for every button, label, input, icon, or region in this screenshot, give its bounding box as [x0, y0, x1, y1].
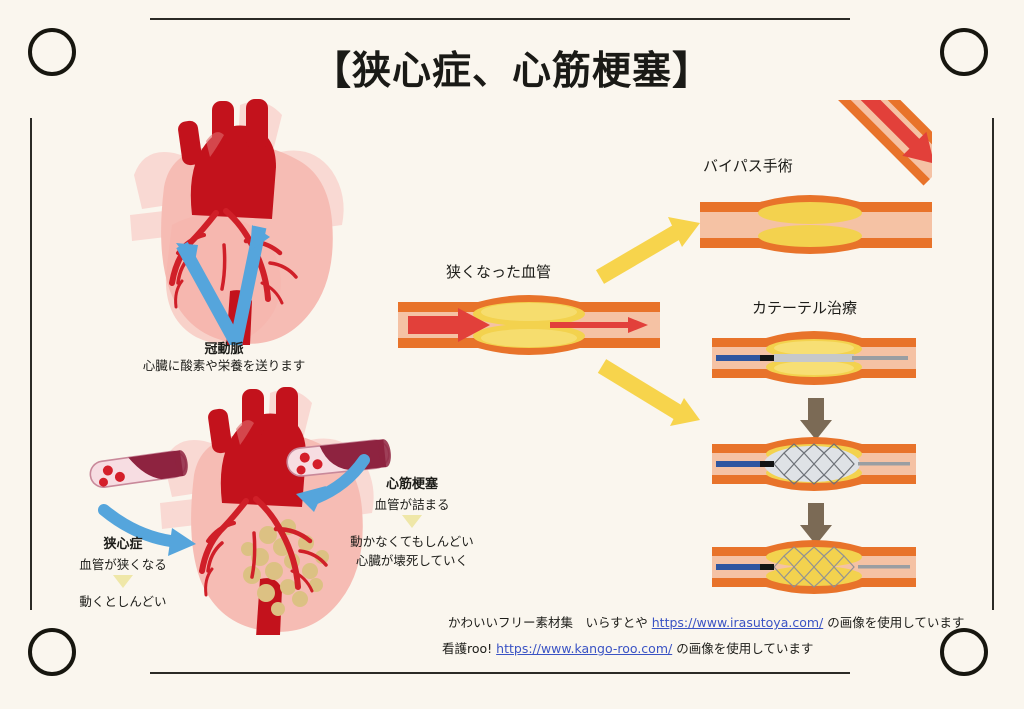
blocked-vessel-tube-right: [283, 432, 395, 489]
infarction-down-triangle-icon: [402, 515, 422, 528]
bypass-surgery-label: バイパス手術: [703, 157, 793, 175]
blue-arrow-angina: [98, 500, 208, 567]
frame-line-right: [992, 118, 994, 610]
credit-2-suffix: の画像を使用しています: [676, 641, 814, 656]
coronary-artery-label-title: 冠動脈: [204, 342, 244, 357]
catheter-stage-3-stent-placed: [712, 538, 916, 601]
narrowed-vessel-diagram: [398, 292, 660, 363]
infarction-line2: 動かなくてもしんどい: [350, 534, 474, 549]
corner-circle-bottom-left: [28, 628, 76, 676]
yellow-arrow-to-bypass: [595, 215, 710, 292]
corner-circle-top-right: [940, 28, 988, 76]
irasutoya-link[interactable]: https://www.irasutoya.com/: [651, 615, 824, 630]
credit-line-2: 看護roo! https://www.kango-roo.com/ の画像を使用…: [442, 636, 964, 662]
angina-line2: 動くとしんどい: [79, 594, 167, 609]
catheter-stage-1-insertion: [712, 330, 916, 391]
narrowed-vessel-label: 狭くなった血管: [446, 263, 552, 281]
frame-line-top: [150, 18, 850, 20]
coronary-artery-label-desc: 心臓に酸素や栄養を送ります: [142, 358, 306, 373]
source-credits: かわいいフリー素材集 いらすとや https://www.irasutoya.c…: [442, 610, 964, 662]
angina-label-block: 狭心症 血管が狭くなる 動くとしんどい: [48, 533, 198, 610]
angina-down-triangle-icon: [113, 575, 133, 588]
step-down-arrow-1-icon: [796, 398, 836, 447]
kangoroo-link[interactable]: https://www.kango-roo.com/: [496, 641, 673, 656]
frame-line-bottom: [150, 672, 850, 674]
bypass-surgery-diagram: [700, 48, 955, 265]
blue-arrow-infarction: [286, 452, 376, 527]
infarction-label-block: 心筋梗塞 血管が詰まる 動かなくてもしんどい 心臓が壊死していく: [332, 473, 492, 569]
catheter-treatment-label: カテーテル治療: [752, 299, 858, 317]
catheter-stage-2-stent-expansion: [712, 435, 916, 498]
corner-circle-top-left: [28, 28, 76, 76]
credit-2-text: 看護roo!: [442, 641, 493, 656]
infarction-title: 心筋梗塞: [385, 477, 438, 492]
step-down-arrow-2-icon: [796, 503, 836, 552]
credit-1-suffix: の画像を使用しています: [827, 615, 965, 630]
page-title: 【狭心症、心筋梗塞】: [311, 49, 712, 94]
narrowed-vessel-tube-left: [86, 444, 194, 499]
credit-line-1: かわいいフリー素材集 いらすとや https://www.irasutoya.c…: [448, 610, 964, 636]
yellow-arrow-to-catheter: [596, 358, 710, 435]
angina-title: 狭心症: [103, 537, 143, 552]
corner-circle-bottom-right: [940, 628, 988, 676]
angina-line1: 血管が狭くなる: [79, 557, 167, 572]
credit-1-text: かわいいフリー素材集 いらすとや: [448, 615, 648, 630]
infarction-line3: 心臓が壊死していく: [355, 553, 469, 568]
infarction-line1: 血管が詰まる: [374, 497, 450, 512]
coronary-artery-heart-illustration: [120, 95, 350, 345]
frame-line-left: [30, 118, 32, 610]
